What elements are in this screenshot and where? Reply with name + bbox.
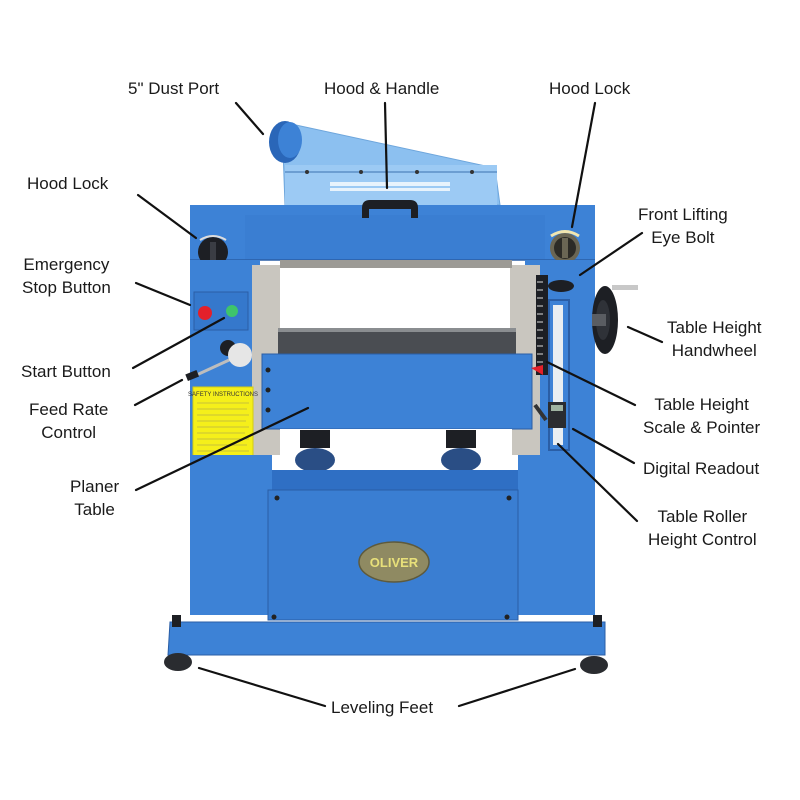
label-text: Table Height [667, 318, 762, 337]
label-text: Digital Readout [643, 459, 760, 478]
label-text: Planer [70, 477, 120, 496]
label-text: Scale & Pointer [643, 418, 761, 437]
label-hood-handle: Hood & Handle [324, 77, 439, 100]
label-table-height-handwheel: Table Height Handwheel [667, 316, 762, 362]
feed-roller [280, 260, 512, 268]
hood [281, 121, 501, 206]
label-text: Hood & Handle [324, 79, 440, 98]
label-hood-lock-left: Hood Lock [27, 172, 108, 195]
upper-head [190, 200, 595, 261]
label-text: Hood Lock [27, 174, 109, 193]
safety-instructions-sticker: SAFETY INSTRUCTIONS [188, 386, 258, 466]
label-dust-port: 5" Dust Port [128, 77, 219, 100]
start-button[interactable] [226, 305, 238, 317]
hood-lock-right [550, 230, 580, 263]
label-start-button: Start Button [21, 360, 111, 383]
label-emergency-stop: Emergency Stop Button [22, 253, 111, 299]
table-height-handwheel[interactable] [592, 285, 638, 354]
label-digital-readout: Digital Readout [643, 457, 759, 480]
label-table-roller-height: Table Roller Height Control [648, 505, 757, 551]
label-text: Hood Lock [549, 79, 631, 98]
label-text: Table [74, 500, 115, 519]
svg-text:SAFETY INSTRUCTIONS: SAFETY INSTRUCTIONS [188, 392, 258, 398]
label-table-height-scale: Table Height Scale & Pointer [643, 393, 760, 439]
scale-pointer [531, 365, 543, 375]
planer-table [261, 328, 533, 430]
label-front-lifting-eye-bolt: Front Lifting Eye Bolt [638, 203, 728, 249]
front-lifting-eye-bolt [548, 280, 574, 292]
oliver-brand-plate: OLIVER [358, 541, 430, 583]
base-plinth [167, 615, 606, 656]
label-text: Emergency [23, 255, 110, 274]
label-text: Height Control [648, 530, 757, 549]
label-feed-rate-control: Feed Rate Control [29, 398, 108, 444]
label-hood-lock-right: Hood Lock [549, 77, 630, 100]
label-text: Table Roller [657, 507, 748, 526]
leveling-foot-left [164, 653, 192, 671]
label-text: Start Button [21, 362, 111, 381]
label-text: Front Lifting [638, 205, 728, 224]
label-text: Control [41, 423, 97, 442]
label-text: Table Height [654, 395, 749, 414]
label-leveling-feet: Leveling Feet [331, 696, 433, 719]
table-roller-height-lever[interactable] [533, 403, 548, 422]
leveling-foot-right [580, 656, 608, 674]
table-screw-posts [272, 429, 522, 490]
hood-lock-left [198, 235, 228, 267]
label-planer-table: Planer Table [70, 475, 119, 521]
svg-text:OLIVER: OLIVER [370, 555, 419, 570]
table-height-scale [531, 275, 548, 375]
label-text: Stop Button [22, 278, 111, 297]
dust-port [269, 121, 302, 163]
label-text: Handwheel [671, 341, 757, 360]
label-text: Leveling Feet [331, 698, 434, 717]
label-text: Eye Bolt [651, 228, 715, 247]
label-text: Feed Rate [29, 400, 109, 419]
label-text: 5" Dust Port [128, 79, 220, 98]
emergency-stop-button[interactable] [198, 306, 212, 320]
